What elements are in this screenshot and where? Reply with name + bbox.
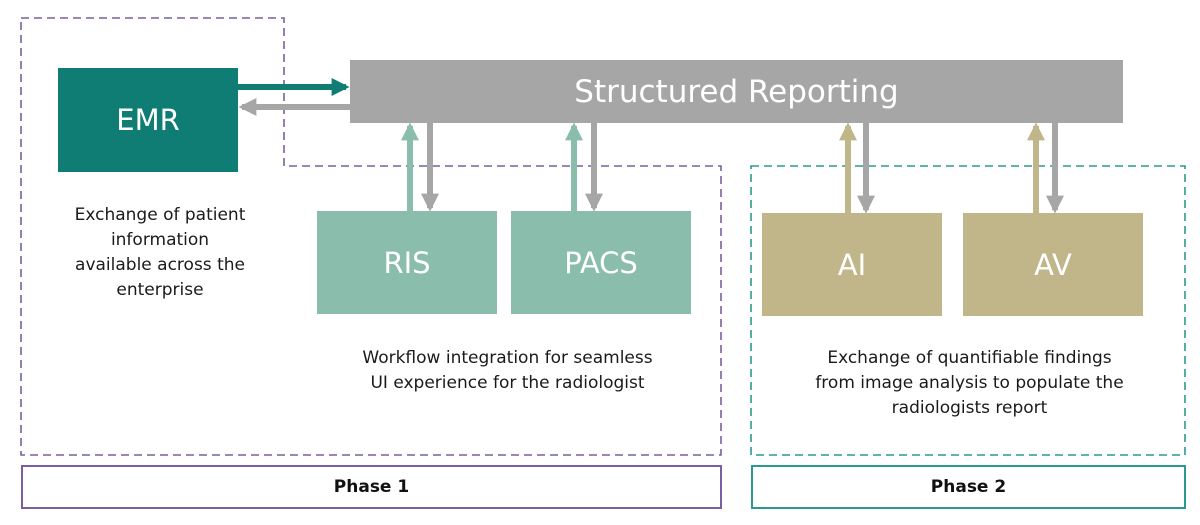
phase2-label: Phase 2 <box>930 477 1007 497</box>
phase1-region-outline <box>20 17 722 456</box>
emr-label: EMR <box>116 103 180 137</box>
phase2-region-outline <box>750 165 1186 456</box>
phase2-caption: Exchange of quantifiable findings from i… <box>815 348 1124 418</box>
phase2-label-box: Phase 2 <box>751 465 1186 509</box>
pacs-box: PACS <box>511 211 691 314</box>
ris-box: RIS <box>317 211 497 314</box>
emr-caption: Exchange of patient information availabl… <box>74 205 246 300</box>
phase1-caption: Workflow integration for seamless UI exp… <box>362 348 653 393</box>
ai-box: AI <box>762 213 942 316</box>
av-box: AV <box>963 213 1143 316</box>
structured-reporting-label: Structured Reporting <box>574 73 899 110</box>
emr-box: EMR <box>58 68 238 172</box>
pacs-label: PACS <box>564 245 638 280</box>
av-label: AV <box>1034 247 1072 282</box>
phase1-label-box: Phase 1 <box>21 465 722 509</box>
ai-label: AI <box>837 247 867 282</box>
ris-label: RIS <box>383 245 431 280</box>
phase1-label: Phase 1 <box>333 477 410 497</box>
structured-reporting-bar: Structured Reporting <box>350 60 1123 123</box>
